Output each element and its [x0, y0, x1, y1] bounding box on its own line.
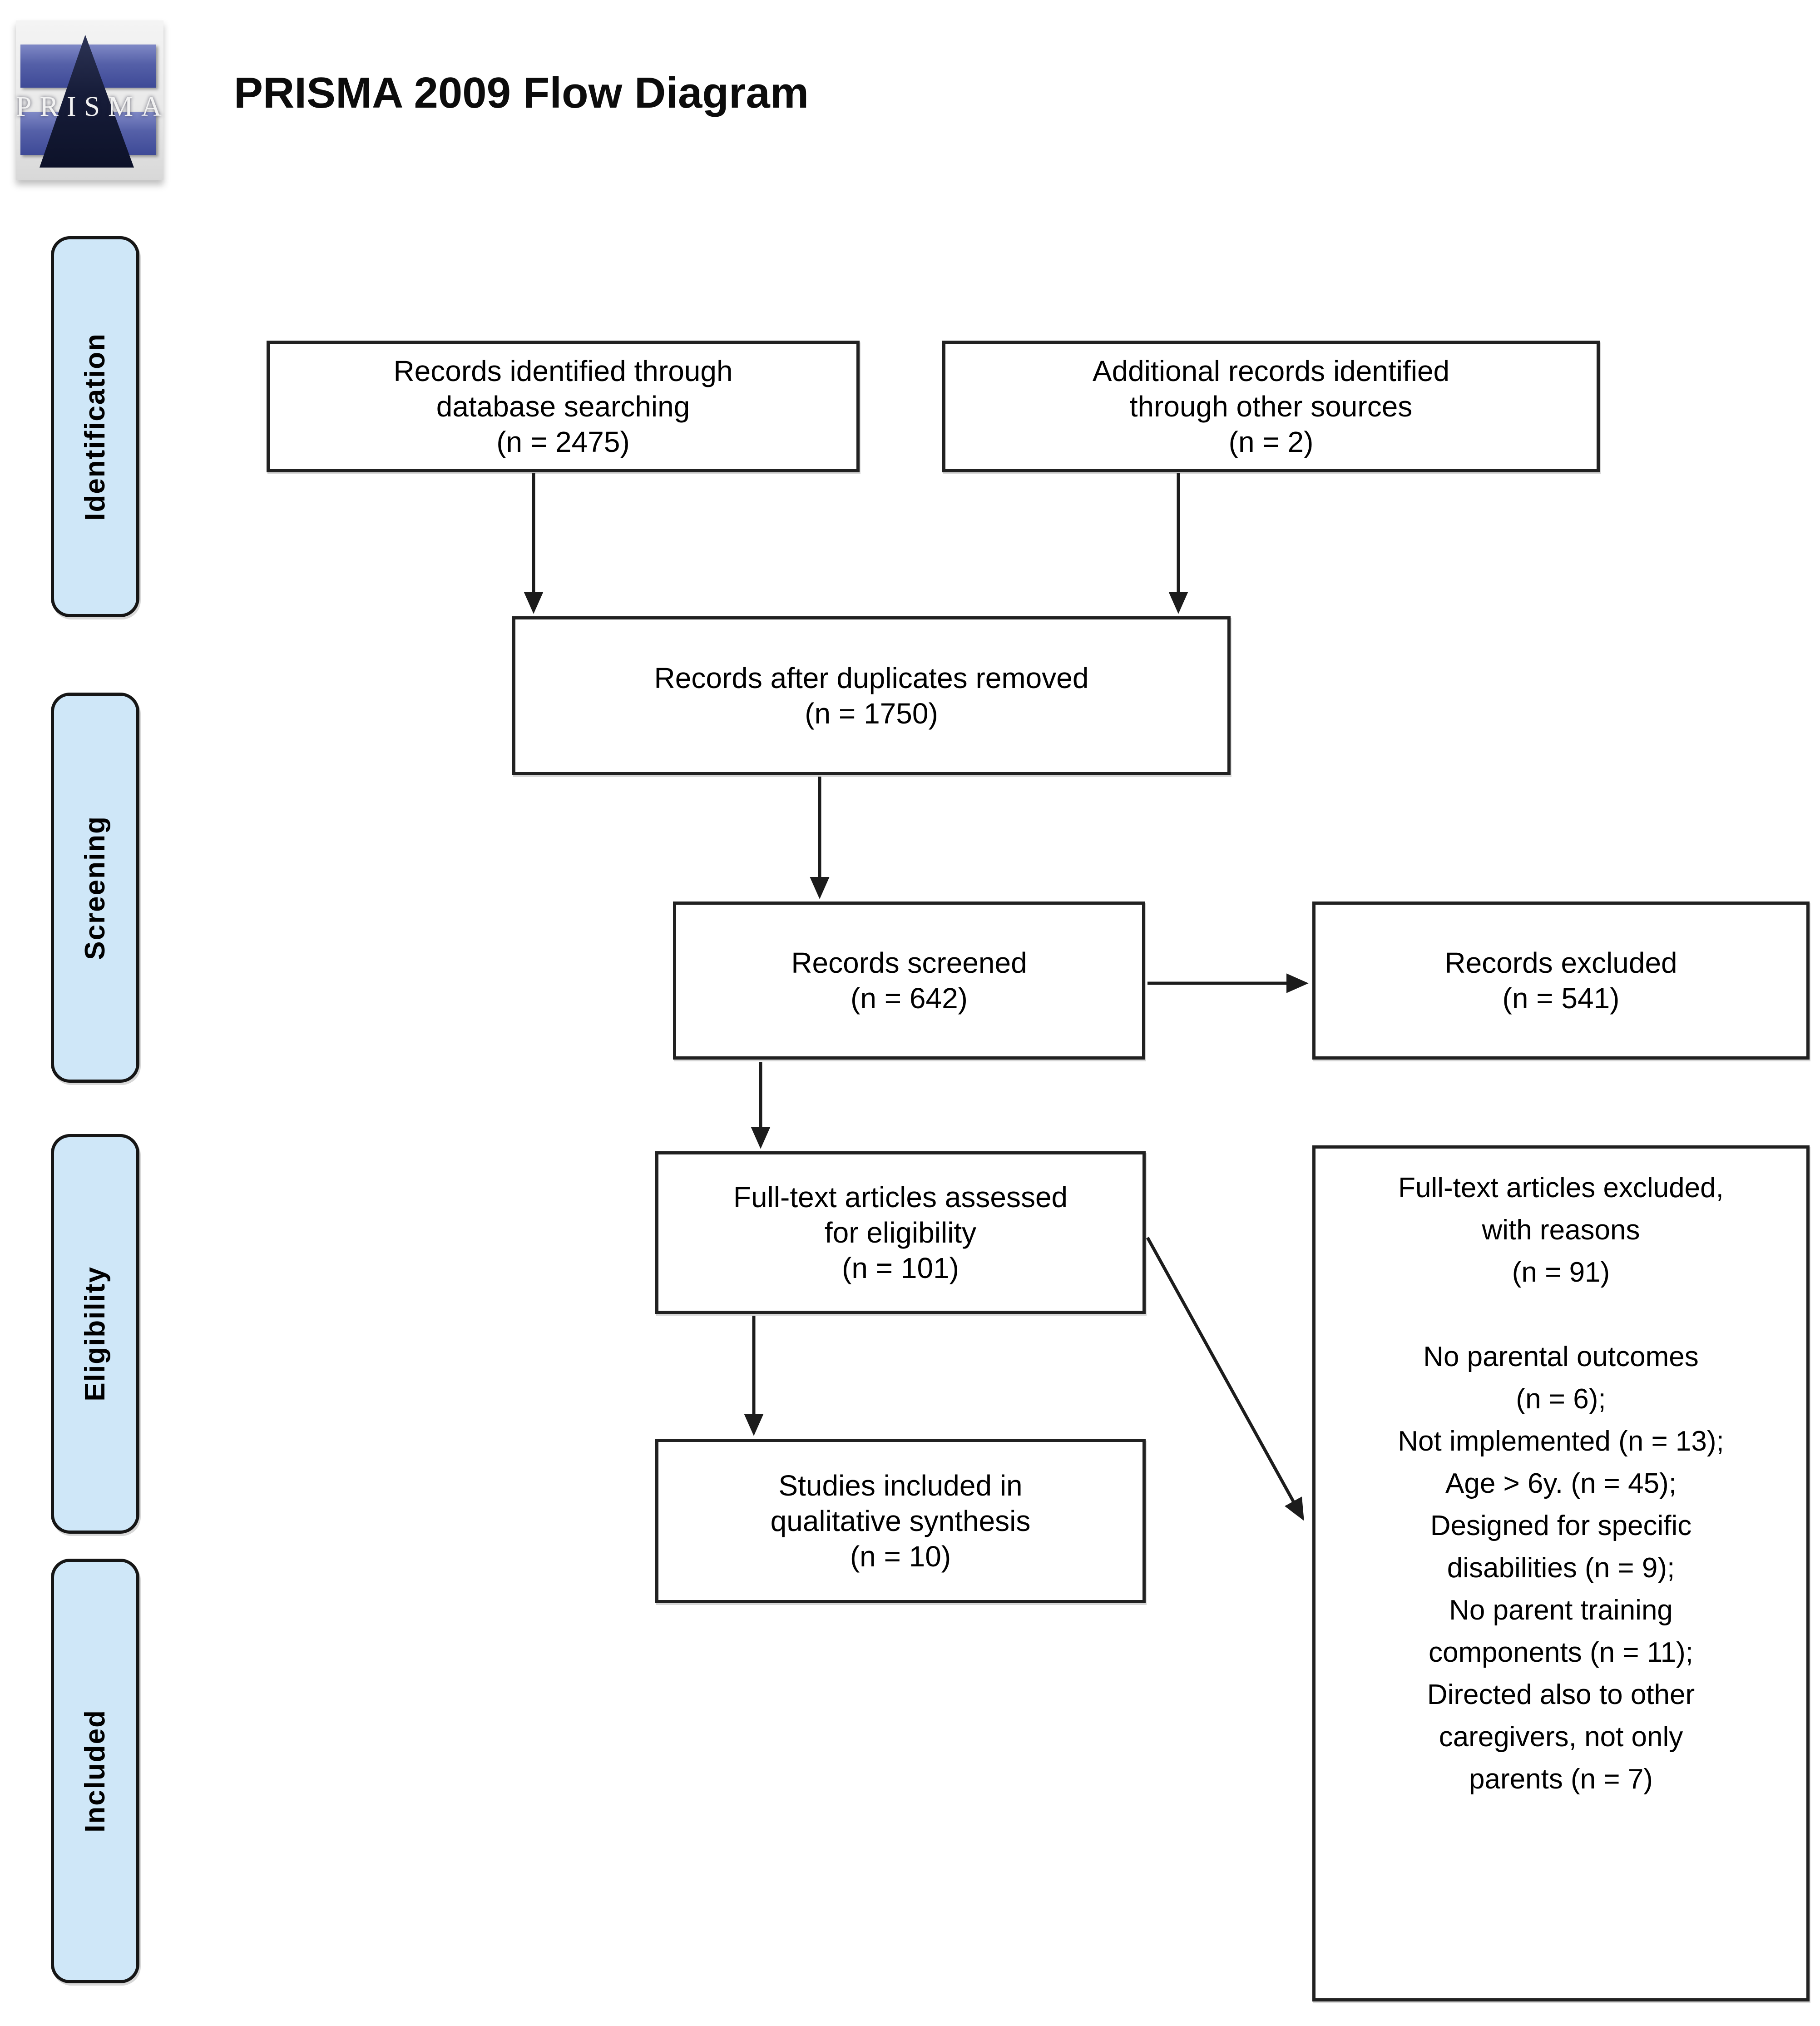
box-fulltext-excluded: Full-text articles excluded, with reason…: [1312, 1145, 1810, 2001]
box-additional-records: Additional records identified through ot…: [942, 341, 1600, 472]
page-title: PRISMA 2009 Flow Diagram: [234, 69, 809, 117]
arrow-fulltext-to-excluded-reasons: [1146, 1237, 1304, 1521]
stage-identification: Identification: [51, 236, 139, 617]
box-fulltext-assessed: Full-text articles assessed for eligibil…: [655, 1151, 1146, 1314]
box-records-identified: Records identified through database sear…: [267, 341, 860, 472]
stage-eligibility-label: Eligibility: [79, 1266, 111, 1402]
box-records-screened: Records screened (n = 642): [673, 902, 1145, 1060]
logo-wordmark: PRISMA: [16, 91, 170, 122]
stage-included-label: Included: [79, 1709, 111, 1833]
stage-screening: Screening: [51, 693, 139, 1083]
stage-identification-label: Identification: [79, 332, 111, 521]
stage-included: Included: [51, 1559, 139, 1983]
box-studies-included: Studies included in qualitative synthesi…: [655, 1439, 1146, 1603]
stage-eligibility: Eligibility: [51, 1134, 139, 1534]
prisma-logo-icon: PRISMA: [16, 20, 163, 180]
box-after-duplicates: Records after duplicates removed (n = 17…: [512, 616, 1231, 775]
box-records-excluded: Records excluded (n = 541): [1312, 902, 1810, 1060]
stage-screening-label: Screening: [79, 815, 111, 960]
